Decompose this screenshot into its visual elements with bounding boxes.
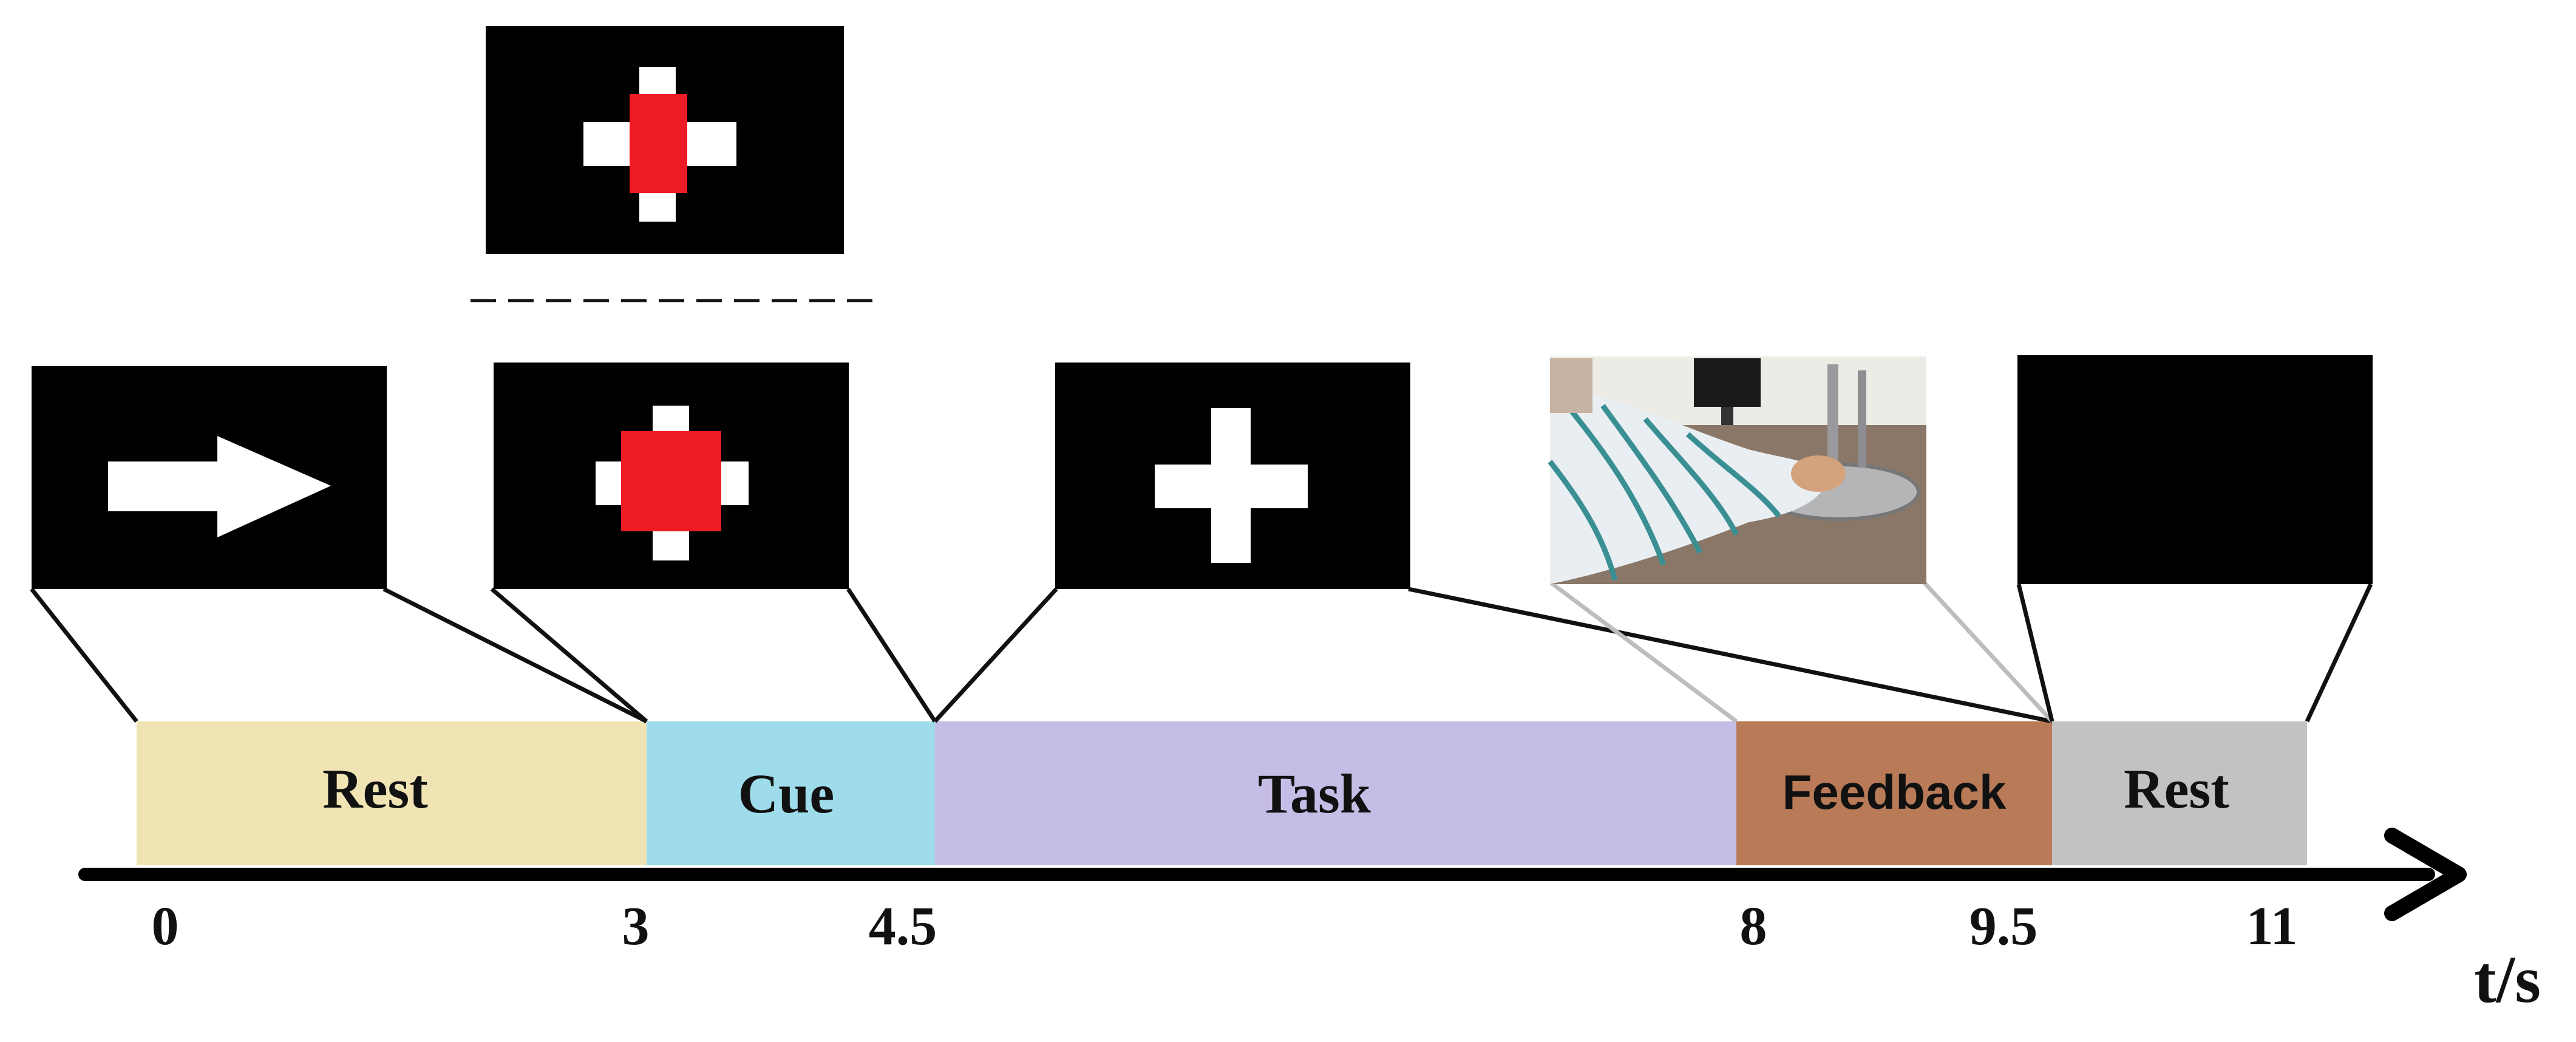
task-screen xyxy=(1055,363,1410,589)
phase-bar-rest-2 xyxy=(2052,721,2307,865)
axis-unit-label: t/s xyxy=(2474,942,2541,1016)
photo-arm-sleeve xyxy=(1550,389,1827,584)
tick-label-11: 11 xyxy=(2246,896,2297,956)
phase-label-cue: Cue xyxy=(738,763,834,825)
photo-blur xyxy=(1550,358,1592,413)
rest-screen xyxy=(2017,355,2373,584)
phase-bar-task xyxy=(935,721,1736,865)
phase-label-rest-2: Rest xyxy=(2124,758,2229,820)
cue-screen xyxy=(494,363,849,589)
arrow-icon xyxy=(108,436,331,537)
phase-bar-feedback xyxy=(1736,721,2052,865)
cross-horizontal-bar xyxy=(1155,465,1308,508)
tick-label-3: 3 xyxy=(622,896,650,956)
time-axis xyxy=(78,828,2467,921)
connector-lines xyxy=(30,581,2373,724)
phase-bars xyxy=(137,721,2307,865)
tick-label-9-5: 9.5 xyxy=(1969,896,2038,956)
photo-hand xyxy=(1791,455,1846,492)
time-axis-arrowhead xyxy=(2384,828,2467,921)
connector-task-left xyxy=(933,587,1058,723)
tick-label-8: 8 xyxy=(1740,896,1767,956)
phase-label-task: Task xyxy=(1258,763,1371,825)
phase-label-feedback: Feedback xyxy=(1782,765,2007,819)
connector-rest-left xyxy=(2016,584,2054,722)
connector-photo-right xyxy=(1923,581,2054,723)
tick-label-4-5: 4.5 xyxy=(869,896,937,956)
phase-bar-rest-1 xyxy=(137,721,647,865)
photo-robot-post-2 xyxy=(1858,370,1866,468)
arrow-screen xyxy=(32,366,387,589)
red-rect-cross-icon xyxy=(630,94,687,193)
connector-arrow-left xyxy=(30,587,138,723)
feedback-photo xyxy=(1548,356,1926,584)
connector-task-right xyxy=(1408,587,2053,724)
photo-robot-post xyxy=(1827,364,1838,468)
photo-monitor xyxy=(1694,358,1761,407)
connector-cue-left xyxy=(490,587,648,723)
cross-icon xyxy=(1155,408,1308,563)
connector-cue-right xyxy=(846,588,937,723)
cue-alt-screen xyxy=(486,26,844,254)
connector-photo-left xyxy=(1549,581,1738,723)
phase-bar-cue xyxy=(647,721,935,865)
tick-label-0: 0 xyxy=(152,896,179,956)
photo-monitor-stand xyxy=(1721,407,1733,425)
connector-rest-right xyxy=(2305,583,2373,723)
red-circle-cross-icon xyxy=(621,431,721,531)
connector-arrow-right xyxy=(382,587,648,724)
photo-sleeve-stripes xyxy=(1548,399,1781,581)
phase-label-rest-1: Rest xyxy=(322,758,428,820)
